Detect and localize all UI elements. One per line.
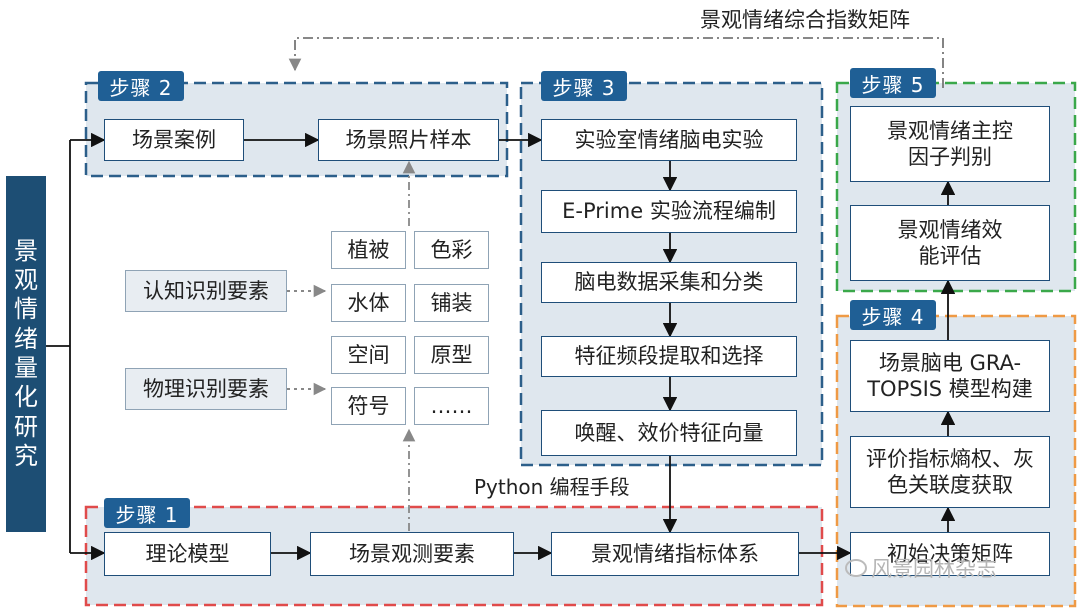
title-char: 化	[14, 383, 38, 412]
element-paving: 铺装	[414, 284, 489, 322]
step1-badge: 步骤 1	[104, 498, 190, 528]
top-feedback-label: 景观情绪综合指数矩阵	[700, 8, 910, 32]
step3-badge: 步骤 3	[541, 71, 627, 101]
emotion-efficacy-box: 景观情绪效能评估	[850, 205, 1050, 281]
feature-band-box: 特征频段提取和选择	[541, 336, 797, 377]
entropy-grey-box: 评价指标熵权、灰色关联度获取	[850, 436, 1050, 508]
research-title: 景观情绪量化研究	[6, 176, 46, 532]
initial-decision-matrix-box: 初始决策矩阵	[850, 532, 1050, 576]
scene-observation-box: 场景观测要素	[310, 532, 514, 576]
gra-topsis-box: 场景脑电 GRA-TOPSIS 模型构建	[850, 340, 1050, 412]
title-char: 观	[14, 266, 38, 295]
watermark: 风景园林杂志	[845, 553, 997, 583]
step5-badge: 步骤 5	[850, 68, 936, 98]
element-vegetation: 植被	[331, 231, 406, 269]
element-symbol: 符号	[331, 387, 406, 425]
python-label: Python 编程手段	[474, 475, 630, 499]
watermark-text: 风景园林杂志	[871, 557, 997, 581]
title-char: 情	[14, 295, 38, 324]
element-more: ……	[414, 387, 489, 425]
title-char: 研	[14, 412, 38, 441]
step4-badge: 步骤 4	[850, 300, 936, 330]
feature-vector-box: 唤醒、效价特征向量	[541, 410, 797, 456]
element-space: 空间	[331, 336, 406, 374]
title-char: 究	[14, 441, 38, 470]
element-color: 色彩	[414, 231, 489, 269]
eeg-experiment-box: 实验室情绪脑电实验	[541, 119, 797, 161]
eeg-data-collection-box: 脑电数据采集和分类	[541, 262, 797, 303]
physical-label-box: 物理识别要素	[125, 368, 287, 410]
title-char: 绪	[14, 324, 38, 353]
eprime-program-box: E-Prime 实验流程编制	[541, 190, 797, 233]
step2-badge: 步骤 2	[98, 71, 184, 101]
cognitive-label-box: 认知识别要素	[125, 270, 287, 312]
wechat-icon	[845, 559, 867, 577]
element-water: 水体	[331, 284, 406, 322]
emotion-index-system-box: 景观情绪指标体系	[551, 532, 799, 576]
title-char: 景	[14, 236, 38, 265]
element-prototype: 原型	[414, 336, 489, 374]
main-factor-box: 景观情绪主控因子判别	[850, 106, 1050, 182]
title-char: 量	[14, 354, 38, 382]
scene-case-box: 场景案例	[104, 119, 244, 161]
scene-photo-sample-box: 场景照片样本	[318, 119, 499, 161]
theory-model-box: 理论模型	[104, 532, 271, 576]
